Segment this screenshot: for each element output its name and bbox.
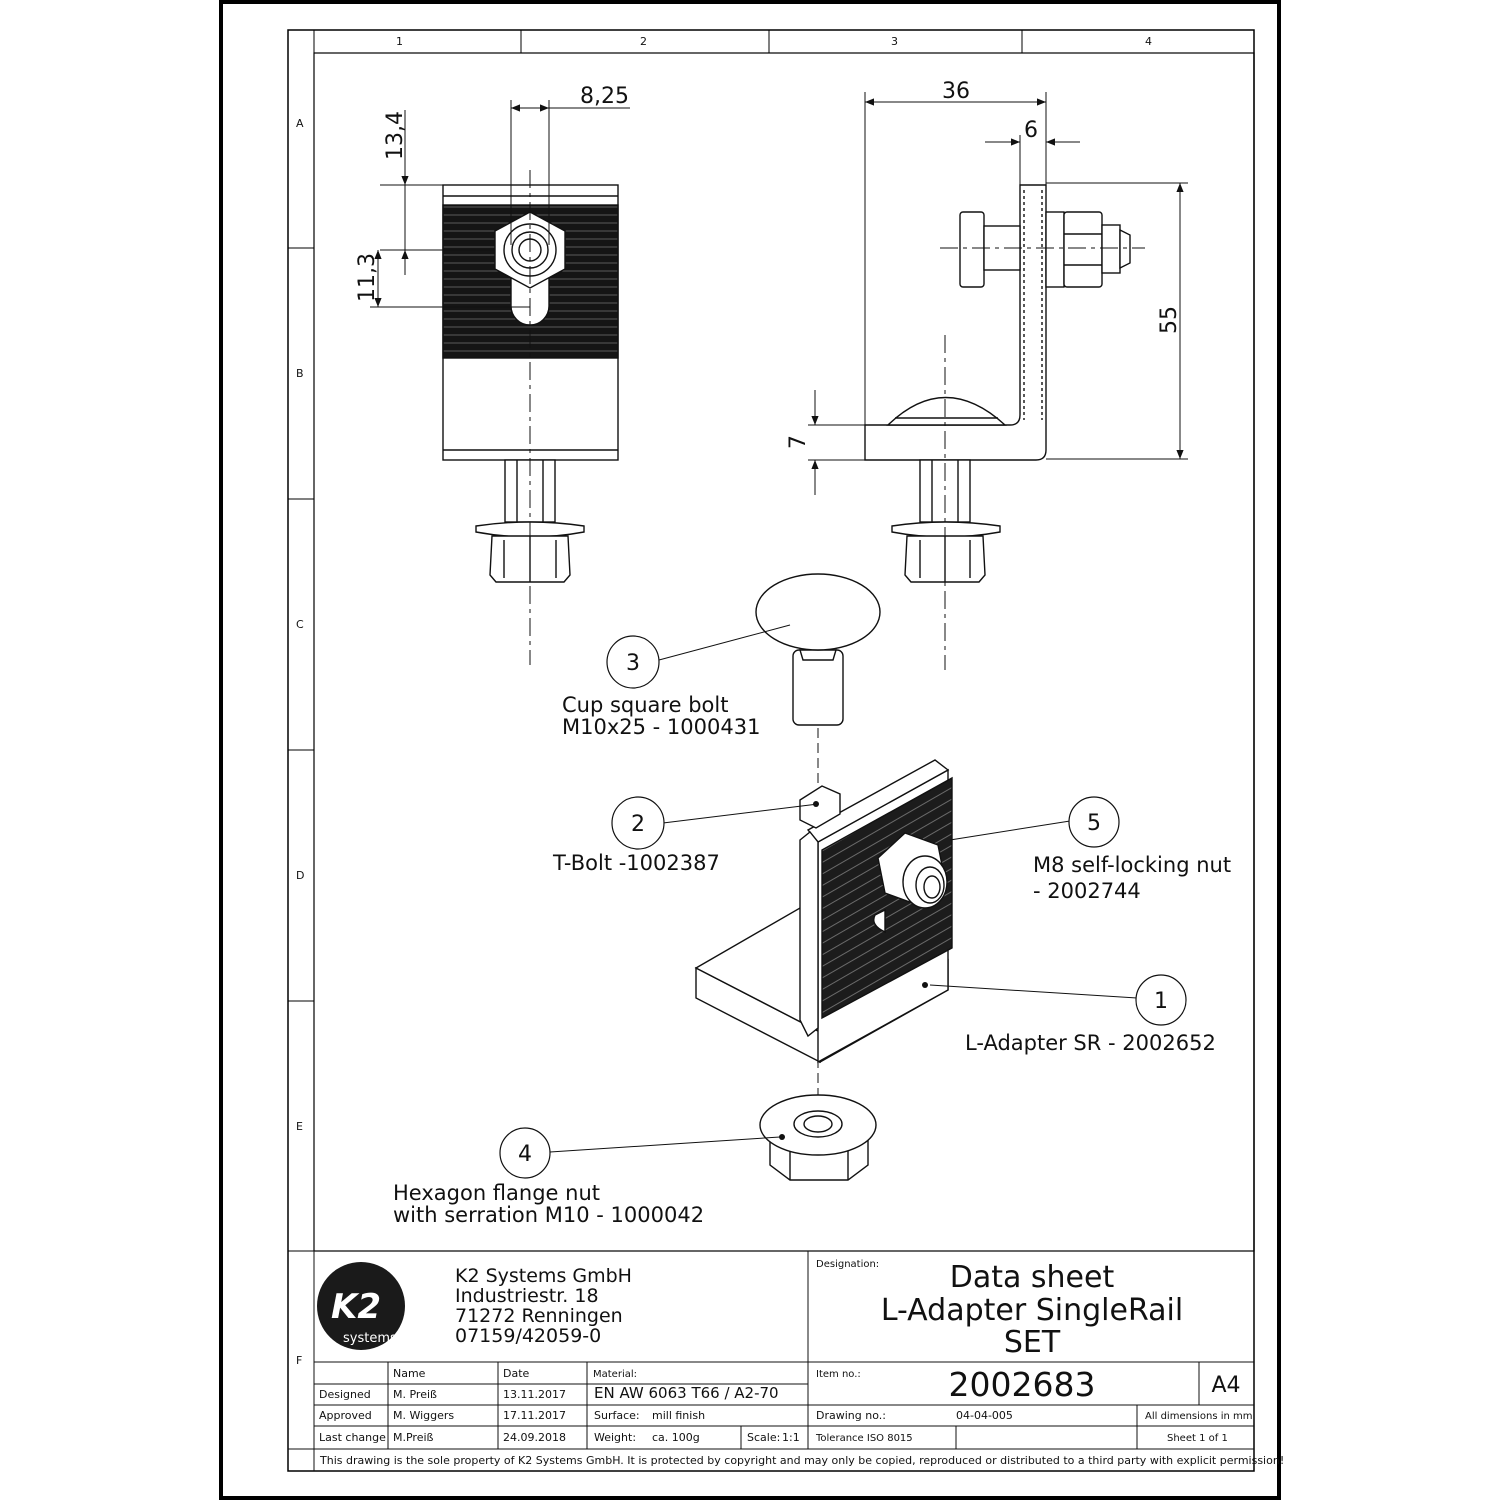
drawing-no-label: Drawing no.: [816,1409,886,1422]
side-dimensions [808,92,1188,495]
last-change-label: Last change [319,1431,386,1444]
scale-label: Scale: [747,1431,780,1444]
part-bubble-2: 2 [611,796,665,850]
part-2-label-line1: T-Bolt -1002387 [552,851,720,875]
approved-label: Approved [319,1409,372,1422]
svg-text:5: 5 [1087,811,1101,836]
designed-name: M. Preiß [393,1388,437,1401]
grid-column-2: 2 [640,35,647,48]
part-bubble-1: 1 [1135,974,1187,1026]
hexagon-flange-nut [759,1094,877,1181]
grid-rows [288,247,314,1252]
part-3-label-line1: Cup square bolt [562,693,728,717]
company-name: K2 Systems GmbH [455,1265,632,1287]
leaders [549,624,1138,1153]
cup-square-bolt [755,573,881,726]
format: A4 [1211,1373,1240,1398]
dim-front-top: 13,4 [383,111,408,160]
grid-row-d: D [296,869,304,882]
grid-column-4: 4 [1145,35,1152,48]
part-bubble-5: 5 [1068,796,1120,848]
dim-side-width: 36 [942,79,970,104]
l-adapter-isometric [694,759,953,1064]
material-label: Material: [593,1369,637,1380]
grid-row-b: B [296,367,304,380]
part-4-label-line1: Hexagon flange nut [393,1181,600,1205]
part-bubble-3: 3 [606,635,660,689]
svg-text:2: 2 [631,812,645,837]
designed-label: Designed [319,1388,371,1401]
last-change-name: M.Preiß [393,1431,434,1444]
company-city: 71272 Renningen [455,1305,623,1327]
dim-side-flange: 6 [1024,118,1038,143]
sheet-number: Sheet 1 of 1 [1167,1433,1228,1444]
dim-front-slot: 11,3 [355,253,380,302]
grid-column-3: 3 [891,35,898,48]
drawing-no: 04-04-005 [956,1409,1013,1422]
svg-text:1: 1 [1154,989,1168,1014]
name-header: Name [393,1367,426,1380]
part-5-label-line1: M8 self-locking nut [1033,853,1231,877]
dim-front-width: 8,25 [580,84,629,109]
approved-name: M. Wiggers [393,1409,454,1422]
weight-value: ca. 100g [652,1431,700,1444]
title-line1: Data sheet [950,1260,1115,1295]
company-phone: 07159/42059-0 [455,1325,601,1347]
tolerance: Tolerance ISO 8015 [815,1433,913,1444]
part-5-label-line2: - 2002744 [1033,879,1141,903]
surface-value: mill finish [652,1409,705,1422]
item-no-label: Item no.: [816,1369,861,1380]
grid-row-c: C [296,618,304,631]
front-dimensions [370,100,630,308]
svg-text:K2: K2 [331,1287,381,1327]
date-header: Date [503,1367,530,1380]
dim-side-height: 55 [1157,306,1182,334]
part-3-label-line2: M10x25 - 1000431 [562,715,760,739]
k2-logo: K2 systems [317,1262,405,1350]
part-bubble-4: 4 [499,1127,551,1179]
material-value: EN AW 6063 T66 / A2-70 [594,1384,779,1402]
title-block-lines [288,1251,1254,1471]
title-line3: SET [1004,1325,1061,1360]
weight-label: Weight: [594,1431,636,1444]
outer-frame [219,0,1281,1500]
grid-columns [313,30,1023,53]
dim-side-base: 7 [786,435,811,449]
designation-label: Designation: [816,1259,879,1270]
scale-value: 1:1 [782,1431,800,1444]
side-view [864,184,1131,583]
part-1-label-line1: L-Adapter SR - 2002652 [965,1031,1216,1055]
svg-text:4: 4 [518,1142,532,1167]
surface-label: Surface: [594,1409,640,1422]
company-street: Industriestr. 18 [455,1285,599,1307]
grid-row-a: A [296,117,304,130]
approved-date: 17.11.2017 [503,1409,566,1422]
title-line2: L-Adapter SingleRail [881,1293,1183,1328]
grid-row-f: F [296,1354,302,1367]
designed-date: 13.11.2017 [503,1388,566,1401]
grid-row-e: E [296,1120,303,1133]
svg-text:3: 3 [626,651,640,676]
svg-text:systems: systems [343,1331,397,1346]
last-change-date: 24.09.2018 [503,1431,566,1444]
part-4-label-line2: with serration M10 - 1000042 [393,1203,704,1227]
drawing-area [313,52,1255,1252]
front-view [442,184,619,583]
item-no: 2002683 [949,1365,1096,1404]
footer-copyright: This drawing is the sole property of K2 … [319,1454,1284,1467]
grid-column-1: 1 [396,35,403,48]
all-dimensions-note: All dimensions in mm [1145,1411,1253,1422]
